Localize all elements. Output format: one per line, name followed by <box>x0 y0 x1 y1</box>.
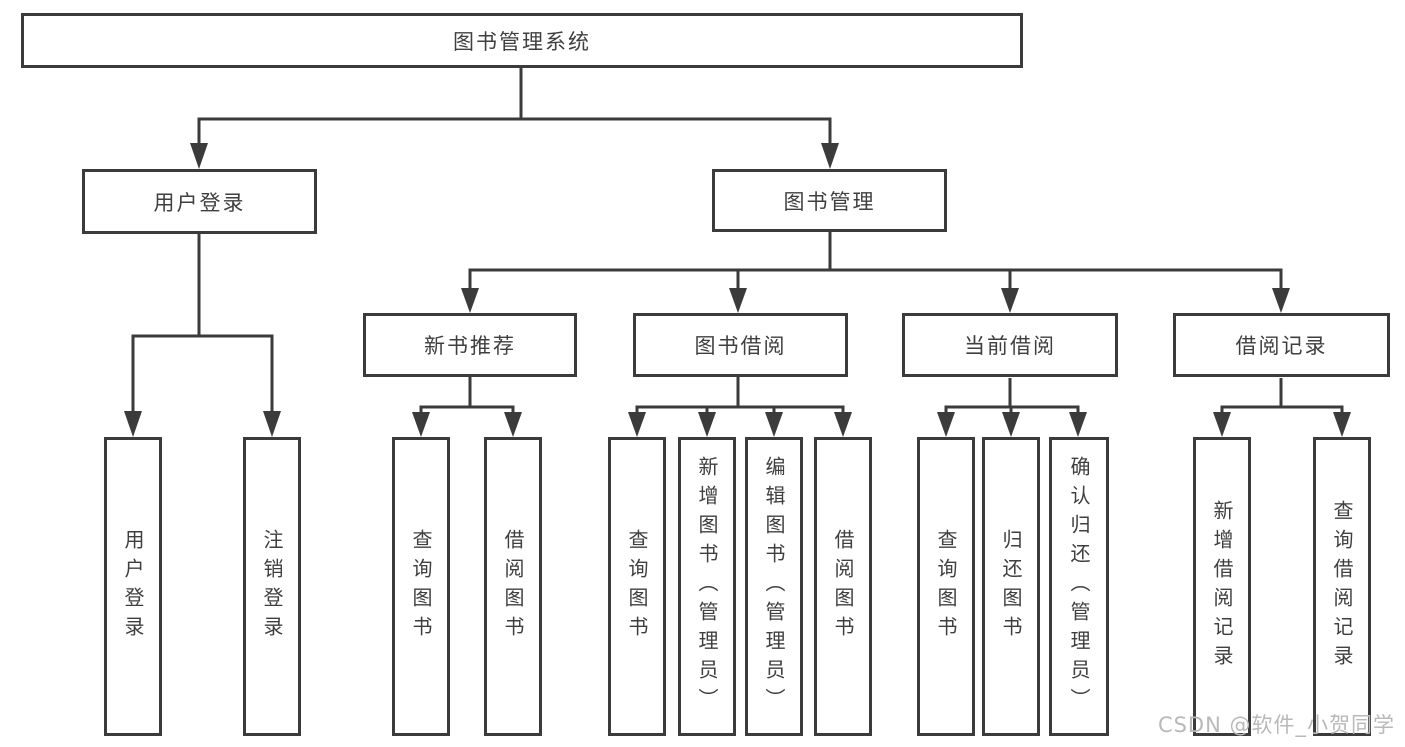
leaf-label: 借阅图书 <box>501 528 525 645</box>
node-label: 用户登录 <box>153 190 246 215</box>
node-label: 图书管理系统 <box>453 29 591 54</box>
node-book-borrow: 图书借阅 <box>633 313 848 377</box>
connector-book-mgmt-split <box>461 232 1290 313</box>
connector-current-borrow-split <box>937 378 1087 437</box>
connector-borrow-records-split <box>1213 378 1351 437</box>
leaf-borrow-books: 借阅图书 <box>814 437 872 736</box>
leaf-query-books: 查询图书 <box>917 437 975 736</box>
node-label: 借阅记录 <box>1235 334 1328 358</box>
node-new-book-recommend: 新书推荐 <box>363 313 577 377</box>
leaf-label: 注销登录 <box>260 528 284 645</box>
connector-new-books-split <box>412 377 522 437</box>
node-borrow-records: 借阅记录 <box>1173 313 1390 377</box>
leaf-label: 归还图书 <box>999 528 1023 645</box>
leaf-label: 确认归还（管理员） <box>1067 456 1091 717</box>
csdn-watermark: CSDN @软件_小贺同学 <box>1157 713 1395 737</box>
connector-user-login-split <box>124 234 281 437</box>
leaf-query-books: 查询图书 <box>608 437 666 736</box>
leaf-query-borrow-record: 查询借阅记录 <box>1313 437 1371 736</box>
leaf-logout: 注销登录 <box>243 437 301 736</box>
leaf-return-books: 归还图书 <box>982 437 1040 736</box>
leaf-label: 查询图书 <box>625 528 649 645</box>
leaf-query-books: 查询图书 <box>392 437 450 736</box>
node-library-system: 图书管理系统 <box>21 13 1023 68</box>
connector-root-split <box>190 68 839 169</box>
node-current-borrow: 当前借阅 <box>902 313 1118 377</box>
leaf-label: 新增借阅记录 <box>1210 499 1234 674</box>
leaf-label: 借阅图书 <box>831 528 855 645</box>
leaf-label: 编辑图书（管理员） <box>762 456 786 717</box>
leaf-edit-books-admin: 编辑图书（管理员） <box>745 437 803 736</box>
node-label: 图书借阅 <box>694 334 787 358</box>
node-book-management: 图书管理 <box>712 169 947 232</box>
node-label: 当前借阅 <box>964 334 1056 358</box>
leaf-user-login: 用户登录 <box>104 437 162 736</box>
node-user-login: 用户登录 <box>82 169 317 234</box>
node-label: 图书管理 <box>783 189 876 214</box>
leaf-label: 查询借阅记录 <box>1330 499 1354 674</box>
leaf-label: 用户登录 <box>121 528 145 645</box>
leaf-confirm-return-admin: 确认归还（管理员） <box>1049 437 1109 736</box>
leaf-borrow-books: 借阅图书 <box>484 437 542 736</box>
leaf-label: 查询图书 <box>409 528 433 645</box>
leaf-label: 新增图书（管理员） <box>695 456 719 717</box>
leaf-add-books-admin: 新增图书（管理员） <box>678 437 736 736</box>
connector-book-borrow-split <box>628 377 852 437</box>
leaf-label: 查询图书 <box>934 528 958 645</box>
leaf-add-borrow-record: 新增借阅记录 <box>1193 437 1251 736</box>
node-label: 新书推荐 <box>424 334 516 358</box>
